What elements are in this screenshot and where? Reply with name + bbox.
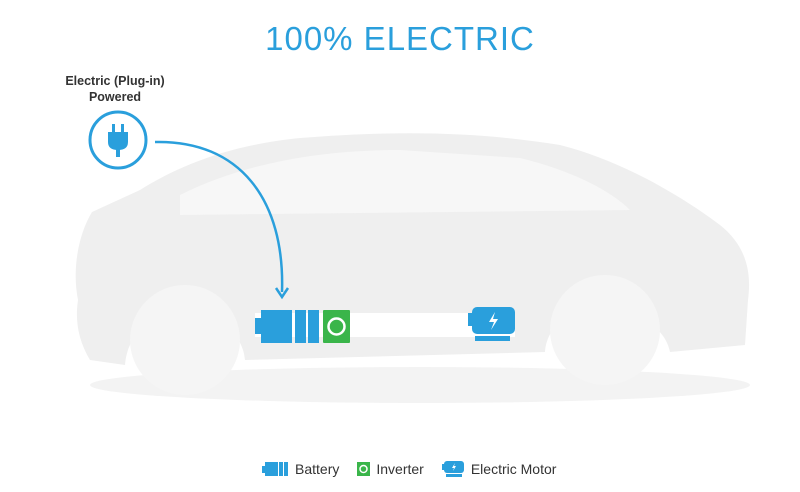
rear-wheel (550, 275, 660, 385)
front-wheel (130, 285, 240, 395)
inverter-icon (323, 310, 350, 343)
legend-battery-label: Battery (295, 461, 340, 477)
inverter-icon (357, 462, 371, 476)
legend: Battery Inverter Electric Motor (262, 460, 564, 478)
car-window (180, 150, 630, 215)
plug-icon (88, 110, 148, 170)
battery-icon (262, 462, 288, 476)
legend-battery: Battery (262, 461, 339, 477)
electric-motor-icon (441, 461, 464, 477)
charge-path (154, 140, 284, 293)
legend-inverter: Inverter (357, 461, 424, 477)
legend-inverter-label: Inverter (376, 461, 424, 477)
page-title: 100% ELECTRIC (265, 20, 535, 57)
arrow-head-icon (274, 287, 290, 300)
electric-motor-icon (468, 307, 515, 341)
battery-icon (255, 310, 319, 343)
legend-motor: Electric Motor (441, 460, 557, 478)
plug-label-line1: Electric (Plug-in) (65, 74, 165, 88)
plug-label-line2: Powered (88, 90, 142, 104)
plug-label: Electric (Plug-in) Powered (50, 73, 180, 105)
legend-motor-label: Electric Motor (470, 461, 557, 477)
